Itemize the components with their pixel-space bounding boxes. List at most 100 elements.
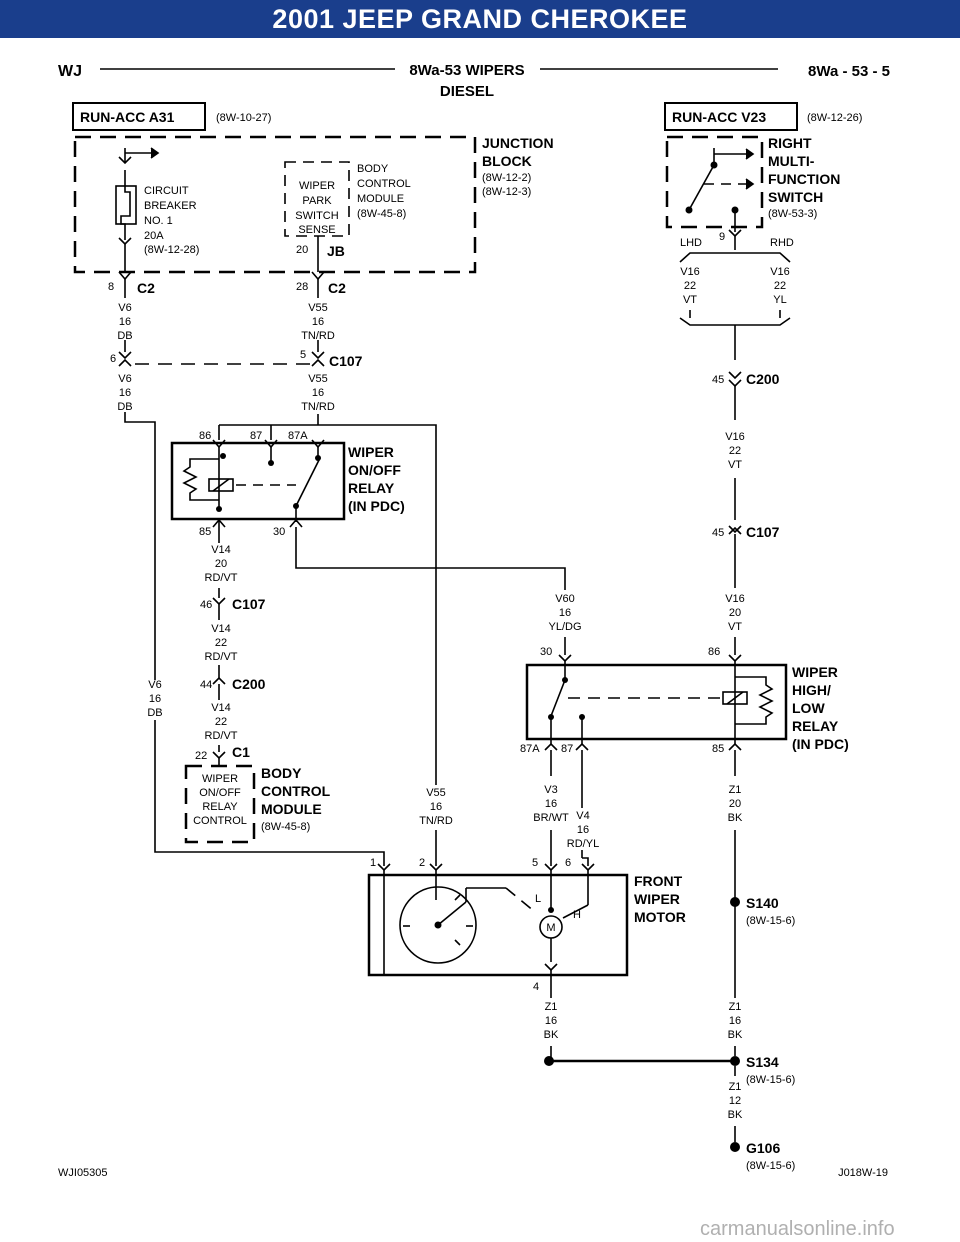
wire-z1-c-gauge: 16	[729, 1015, 741, 1027]
hl-pin-87a: 87A	[520, 743, 540, 755]
wire-z1-a-gauge: 20	[729, 798, 741, 810]
c200-label-right: C200	[746, 371, 780, 387]
cb-ref: (8W-12-28)	[144, 244, 199, 256]
c107-pin-46: 46	[200, 599, 212, 611]
jb-name-2: BLOCK	[482, 153, 532, 169]
wire-v16-c-id: V16	[725, 593, 745, 605]
wire-v4-gauge: 16	[577, 824, 589, 836]
wire-v55-a-color: TN/RD	[301, 330, 335, 342]
wp-label-4: SENSE	[298, 224, 335, 236]
motor-pin-5: 5	[532, 857, 538, 869]
wire-z1-b-id: Z1	[545, 1001, 558, 1013]
wire-v14-a-id: V14	[211, 544, 231, 556]
wire-v3-gauge: 16	[545, 798, 557, 810]
bcm-title-3: MODULE	[261, 801, 322, 817]
onoff-pin-87a: 87A	[288, 430, 308, 442]
c2-pin-28: 28	[296, 281, 308, 293]
motor-title-1: FRONT	[634, 873, 683, 889]
s140-ref: (8W-15-6)	[746, 915, 795, 927]
hl-pin-85: 85	[712, 743, 724, 755]
wire-v55-a-id: V55	[308, 302, 328, 314]
wire-v16-b-color: VT	[728, 459, 742, 471]
hl-pin-86: 86	[708, 646, 720, 658]
watermark: carmanualsonline.info	[700, 1218, 895, 1240]
jb-name-1: JUNCTION	[482, 135, 554, 151]
onoff-relay-title-1: WIPER	[348, 444, 394, 460]
wire-v60-color: YL/DG	[548, 621, 581, 633]
wire-v4-color: RD/YL	[567, 838, 599, 850]
c107-pin-45: 45	[712, 527, 724, 539]
onoff-pin-87: 87	[250, 430, 262, 442]
c2-pin-8: 8	[108, 281, 114, 293]
bcm-ref: (8W-45-8)	[261, 821, 310, 833]
wire-v3-color: BR/WT	[533, 812, 569, 824]
hl-pin-30: 30	[540, 646, 552, 658]
wire-v16-b-gauge: 22	[729, 445, 741, 457]
c1-pin-22: 22	[195, 750, 207, 762]
motor-pin-1: 1	[370, 857, 376, 869]
wire-v60-id: V60	[555, 593, 575, 605]
wire-v16-lhd-id: V16	[680, 266, 700, 278]
jb-connector-label: JB	[327, 243, 345, 259]
motor-pin-2: 2	[419, 857, 425, 869]
wire-z1-c-id: Z1	[729, 1001, 742, 1013]
motor-low-label: L	[535, 893, 541, 905]
wire-z1-c-color: BK	[728, 1029, 743, 1041]
wire-v55-c-gauge: 16	[430, 801, 442, 813]
c107-label-mid: C107	[232, 596, 266, 612]
jb-pin-20: 20	[296, 244, 308, 256]
hl-relay-title-2: HIGH/	[792, 682, 831, 698]
rmfs-lhd: LHD	[680, 237, 702, 249]
run-acc-v23-label: RUN-ACC V23	[672, 109, 766, 125]
header-center: 8Wa-53 WIPERS	[409, 62, 524, 79]
hl-relay-title-3: LOW	[792, 700, 825, 716]
rmfs-ref: (8W-53-3)	[768, 208, 817, 220]
wire-v6-b-id: V6	[118, 373, 131, 385]
run-acc-a31-ref: (8W-10-27)	[216, 112, 271, 124]
rmfs-pin-9: 9	[719, 231, 725, 243]
wire-v6-c-color: DB	[147, 707, 162, 719]
wire-v16-c-gauge: 20	[729, 607, 741, 619]
motor-pin-6: 6	[565, 857, 571, 869]
motor-m-symbol: M	[546, 922, 555, 934]
rmfs-title-4: SWITCH	[768, 189, 823, 205]
jb-bcm-ref: (8W-45-8)	[357, 208, 406, 220]
c107-pin-5: 5	[300, 349, 306, 361]
wire-z1-d-color: BK	[728, 1109, 743, 1121]
c107-label-upper: C107	[329, 353, 363, 369]
motor-title-2: WIPER	[634, 891, 680, 907]
wire-v14-a-color: RD/VT	[205, 572, 238, 584]
footer-right: J018W-19	[838, 1167, 888, 1179]
wire-v14-b-id: V14	[211, 623, 231, 635]
cb-label-1: CIRCUIT	[144, 185, 189, 197]
c200-pin-44: 44	[200, 679, 212, 691]
c200-pin-45: 45	[712, 374, 724, 386]
onoff-relay-title-3: RELAY	[348, 480, 395, 496]
motor-pin-4: 4	[533, 981, 539, 993]
s134-label: S134	[746, 1054, 779, 1070]
c1-label: C1	[232, 744, 250, 760]
jb-ref-1: (8W-12-2)	[482, 172, 531, 184]
wp-label-1: WIPER	[299, 180, 335, 192]
c200-label-left: C200	[232, 676, 266, 692]
run-acc-v23-ref: (8W-12-26)	[807, 112, 862, 124]
g106-ref: (8W-15-6)	[746, 1160, 795, 1172]
wire-v6-c-gauge: 16	[149, 693, 161, 705]
page-banner-title: 2001 JEEP GRAND CHEROKEE	[0, 0, 960, 38]
wire-v16-rhd-id: V16	[770, 266, 790, 278]
onoff-relay-title-2: ON/OFF	[348, 462, 401, 478]
hl-relay-title-4: RELAY	[792, 718, 839, 734]
wire-v55-c-color: TN/RD	[419, 815, 453, 827]
motor-high-label: H	[573, 909, 581, 921]
wire-z1-b-gauge: 16	[545, 1015, 557, 1027]
wire-v16-c-color: VT	[728, 621, 742, 633]
wire-v14-a-gauge: 20	[215, 558, 227, 570]
onoff-pin-85: 85	[199, 526, 211, 538]
c2-label-left: C2	[137, 280, 155, 296]
wire-v14-b-gauge: 22	[215, 637, 227, 649]
wire-v55-b-id: V55	[308, 373, 328, 385]
rmfs-title-2: MULTI-	[768, 153, 815, 169]
wire-z1-a-id: Z1	[729, 784, 742, 796]
cb-label-2: BREAKER	[144, 200, 197, 212]
g106-label: G106	[746, 1140, 780, 1156]
